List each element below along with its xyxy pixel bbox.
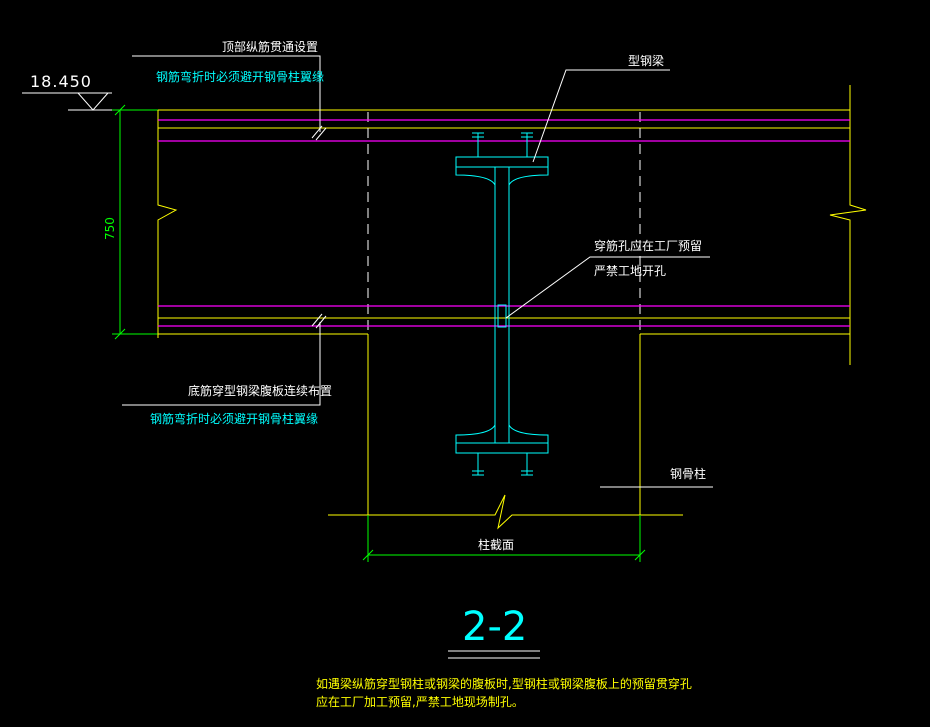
beam-height-label: 750 [103,217,117,240]
column-dashed-lines [367,112,641,334]
note-line-1: 如遇梁纵筋穿型钢柱或钢梁的腹板时,型钢柱或钢梁腹板上的预留贯穿孔 [316,676,692,691]
bottom-rebar-label-1: 底筋穿型钢梁腹板连续布置 [188,383,332,398]
leader-lines [122,55,713,488]
section-title: 2-2 [462,604,527,650]
rebar-lines [158,119,850,327]
hole-label-2: 严禁工地开孔 [594,264,666,278]
rebar-break-marks [311,125,327,329]
note-line-2: 应在工厂加工预留,严禁工地现场制孔。 [316,694,524,709]
beam-outline [157,85,867,530]
top-rebar-label-2: 钢筋弯折时必须避开钢骨柱翼缘 [156,69,324,84]
steel-column-label: 钢骨柱 [670,466,706,481]
elevation-value: 18.450 [30,72,92,91]
steel-beam-label: 型钢梁 [628,53,664,68]
top-rebar-label-1: 顶部纵筋贯通设置 [222,39,318,54]
hole-label-1: 穿筋孔应在工厂预留 [594,238,702,253]
bottom-rebar-label-2: 钢筋弯折时必须避开钢骨柱翼缘 [150,411,318,426]
elevation-marker: 18.450 [22,72,158,111]
section-title-block: 2-2 [448,604,540,659]
steel-beam-section [455,132,549,476]
beam-height-dimension: 750 [103,104,158,340]
column-width-dimension: 柱截面 [362,515,646,562]
column-width-label: 柱截面 [478,537,514,552]
